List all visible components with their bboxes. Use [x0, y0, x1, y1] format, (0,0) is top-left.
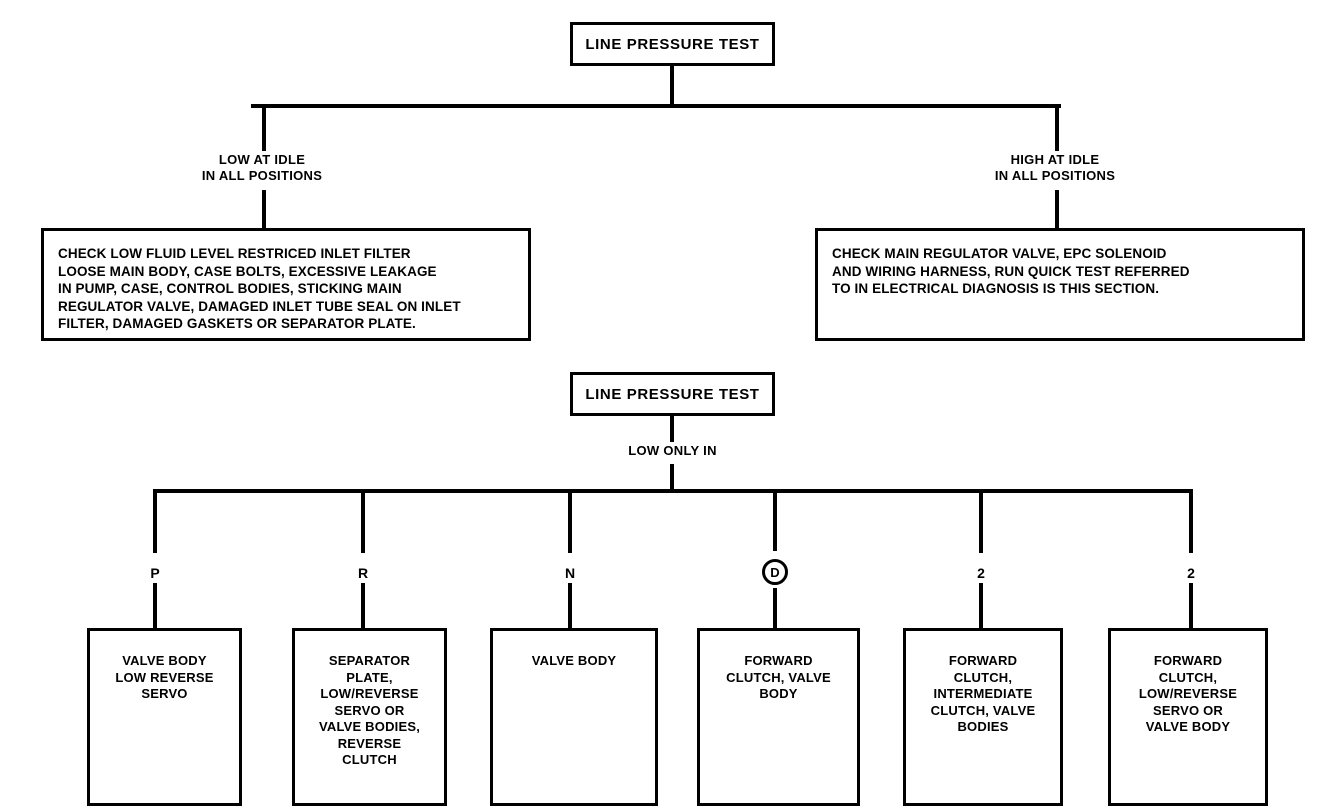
- leaf-line: SERVO OR: [334, 702, 405, 718]
- node-low-at-idle-actions: CHECK LOW FLUID LEVEL RESTRICED INLET FI…: [41, 228, 531, 341]
- leaf-line: CLUTCH, VALVE: [726, 669, 831, 685]
- connector-drop-d-upper: [773, 489, 777, 551]
- gear-label-n: N: [557, 565, 583, 581]
- branch-label-line-1: HIGH AT IDLE: [1010, 152, 1100, 167]
- action-line: FILTER, DAMAGED GASKETS OR SEPARATOR PLA…: [58, 316, 416, 331]
- gear-label-overdrive-circled-d-icon: D: [762, 559, 788, 585]
- connector-drop-n-upper: [568, 489, 572, 553]
- branch-label-high-at-idle: HIGH AT IDLE IN ALL POSITIONS: [955, 152, 1155, 184]
- branch-label-line-1: LOW AT IDLE: [218, 152, 306, 167]
- leaf-line: SERVO OR: [1152, 702, 1223, 718]
- gear-label-r: R: [350, 565, 376, 581]
- gear-symbol: D: [770, 564, 780, 580]
- node-line-pressure-test-top: LINE PRESSURE TEST: [570, 22, 775, 66]
- action-line: CHECK MAIN REGULATOR VALVE, EPC SOLENOID: [832, 246, 1167, 261]
- leaf-line: CLUTCH: [342, 752, 397, 767]
- connector-drop-2b-lower: [1189, 583, 1193, 628]
- node-label: LINE PRESSURE TEST: [585, 35, 760, 53]
- leaf-line: LOW/REVERSE: [1138, 686, 1238, 701]
- leaf-line: SERVO: [141, 686, 188, 701]
- action-line: CHECK LOW FLUID LEVEL RESTRICED INLET FI…: [58, 246, 411, 261]
- leaf-node-overdrive: FORWARD CLUTCH, VALVE BODY: [697, 628, 860, 806]
- connector-drop-n-lower: [568, 583, 572, 628]
- gear-symbol: N: [564, 565, 576, 581]
- connector-bottom-bus: [153, 489, 1193, 493]
- leaf-line: CLUTCH,: [953, 669, 1013, 685]
- branch-label-low-at-idle: LOW AT IDLE IN ALL POSITIONS: [162, 152, 362, 184]
- action-line: AND WIRING HARNESS, RUN QUICK TEST REFER…: [832, 263, 1190, 279]
- leaf-line: CLUTCH, VALVE: [930, 702, 1036, 718]
- leaf-text: FORWARD CLUTCH, VALVE BODY: [726, 653, 831, 703]
- leaf-line: FORWARD: [948, 653, 1018, 668]
- leaf-text: FORWARD CLUTCH, LOW/REVERSE SERVO OR VAL…: [1139, 653, 1237, 736]
- leaf-node-2-second: FORWARD CLUTCH, LOW/REVERSE SERVO OR VAL…: [1108, 628, 1268, 806]
- leaf-text: VALVE BODY: [532, 653, 617, 670]
- node-label: LINE PRESSURE TEST: [585, 385, 760, 403]
- leaf-line: BODY: [759, 686, 798, 701]
- leaf-line: FORWARD: [744, 653, 813, 668]
- branch-label-text: LOW ONLY IN: [628, 443, 717, 458]
- connector-drop-p-upper: [153, 489, 157, 553]
- action-line: IN PUMP, CASE, CONTROL BODIES, STICKING …: [58, 281, 402, 296]
- connector-right-drop-lower: [1055, 190, 1059, 230]
- connector-drop-p-lower: [153, 583, 157, 628]
- connector-drop-r-lower: [361, 583, 365, 628]
- node-line-pressure-test-second: LINE PRESSURE TEST: [570, 372, 775, 416]
- leaf-line: SEPARATOR: [328, 653, 411, 668]
- leaf-line: VALVE BODY: [122, 653, 207, 668]
- connector-drop-2a-lower: [979, 583, 983, 628]
- leaf-node-2-first: FORWARD CLUTCH, INTERMEDIATE CLUTCH, VAL…: [903, 628, 1063, 806]
- connector-top-bus: [251, 104, 1061, 108]
- leaf-line: FORWARD: [1153, 653, 1223, 668]
- branch-label-line-2: IN ALL POSITIONS: [201, 168, 323, 183]
- gear-label-p: P: [142, 565, 168, 581]
- connector-root-stem: [670, 66, 674, 106]
- leaf-line: PLATE,: [346, 669, 393, 685]
- connector-drop-2b-upper: [1189, 489, 1193, 553]
- connector-second-root-stem-lower: [670, 464, 674, 491]
- leaf-node-n: VALVE BODY: [490, 628, 658, 806]
- node-high-at-idle-actions: CHECK MAIN REGULATOR VALVE, EPC SOLENOID…: [815, 228, 1305, 341]
- leaf-text: VALVE BODY LOW REVERSE SERVO: [115, 653, 213, 703]
- action-line: TO IN ELECTRICAL DIAGNOSIS IS THIS SECTI…: [832, 281, 1160, 296]
- leaf-node-p: VALVE BODY LOW REVERSE SERVO: [87, 628, 242, 806]
- gear-label-2-first: 2: [968, 565, 994, 581]
- connector-second-root-stem: [670, 416, 674, 442]
- leaf-text: FORWARD CLUTCH, INTERMEDIATE CLUTCH, VAL…: [931, 653, 1036, 736]
- leaf-line: VALVE BODY: [531, 653, 617, 668]
- leaf-line: BODIES: [957, 719, 1009, 734]
- connector-right-drop-upper: [1055, 104, 1059, 151]
- leaf-line: VALVE BODIES,: [318, 719, 421, 734]
- leaf-line: CLUTCH,: [1158, 669, 1218, 685]
- leaf-node-r: SEPARATOR PLATE, LOW/REVERSE SERVO OR VA…: [292, 628, 447, 806]
- leaf-text: SEPARATOR PLATE, LOW/REVERSE SERVO OR VA…: [319, 653, 420, 769]
- connector-left-drop-lower: [262, 190, 266, 230]
- leaf-line: LOW REVERSE: [115, 669, 214, 685]
- connector-drop-2a-upper: [979, 489, 983, 553]
- branch-label-low-only-in: LOW ONLY IN: [595, 443, 750, 459]
- gear-symbol: R: [357, 565, 369, 581]
- gear-symbol: 2: [977, 565, 985, 581]
- connector-drop-d-lower: [773, 588, 777, 628]
- action-line: REGULATOR VALVE, DAMAGED INLET TUBE SEAL…: [58, 298, 461, 314]
- connector-drop-r-upper: [361, 489, 365, 553]
- gear-label-2-second: 2: [1178, 565, 1204, 581]
- gear-symbol: P: [150, 565, 160, 581]
- leaf-line: LOW/REVERSE: [320, 686, 419, 701]
- branch-label-line-2: IN ALL POSITIONS: [994, 168, 1116, 183]
- leaf-line: INTERMEDIATE: [933, 686, 1033, 701]
- connector-left-drop-upper: [262, 104, 266, 151]
- leaf-line: VALVE BODY: [1145, 719, 1231, 734]
- leaf-line: REVERSE: [337, 735, 402, 751]
- action-line: LOOSE MAIN BODY, CASE BOLTS, EXCESSIVE L…: [58, 263, 437, 279]
- gear-symbol: 2: [1187, 565, 1195, 581]
